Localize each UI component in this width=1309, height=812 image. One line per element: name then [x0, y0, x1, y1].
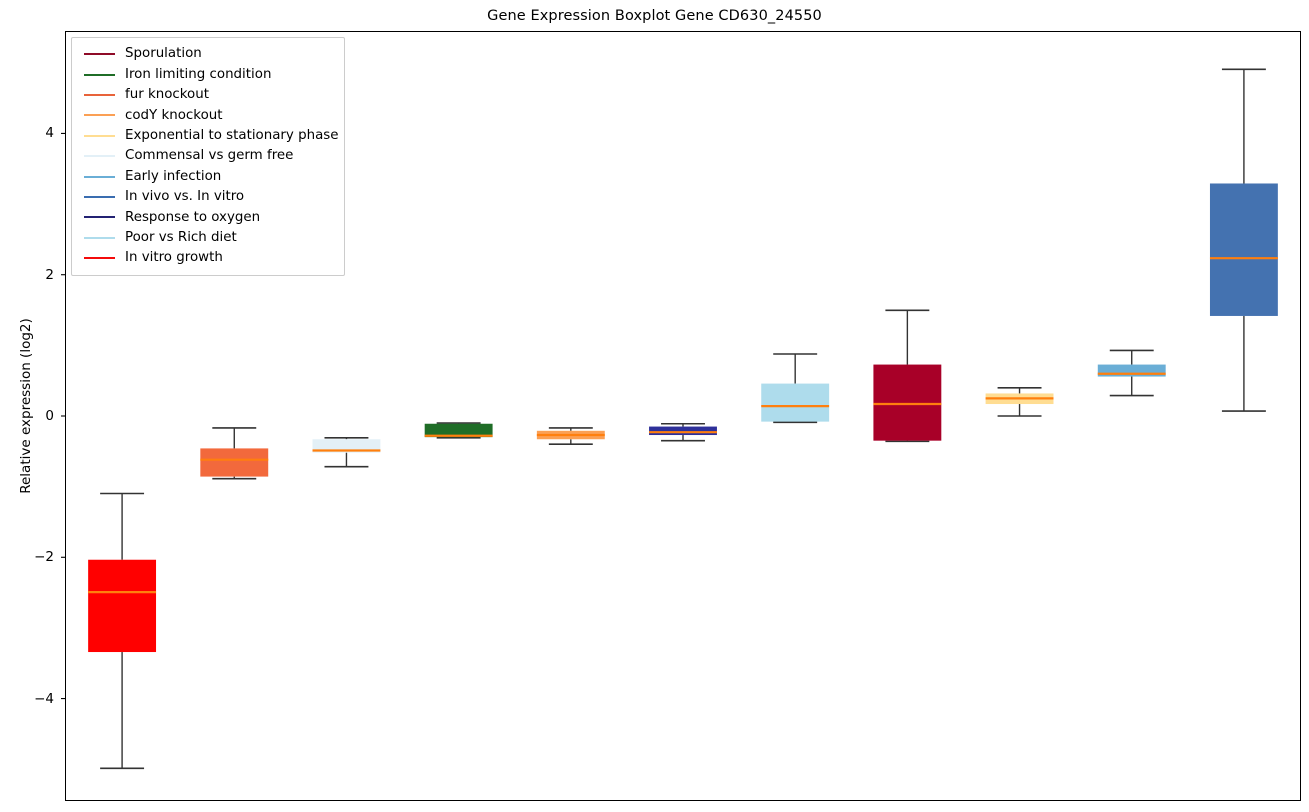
y-axis-label: Relative expression (log2) — [18, 318, 34, 494]
boxplot-box[interactable] — [649, 422, 717, 442]
legend-item-label: Sporulation — [125, 46, 202, 62]
y-tick-label: −2 — [34, 549, 54, 566]
y-tick-label: 0 — [45, 408, 54, 424]
legend-color-swatch — [84, 53, 115, 56]
box-body — [649, 426, 717, 436]
legend-color-swatch — [84, 236, 115, 239]
legend-color-swatch — [84, 195, 115, 198]
legend-item[interactable]: Response to oxygen — [80, 207, 336, 227]
box-body — [200, 448, 269, 477]
boxplot-box[interactable] — [536, 427, 605, 445]
y-tick-label: 4 — [45, 125, 54, 142]
boxplot-box[interactable] — [1209, 68, 1278, 412]
y-axis-tick-labels: 4 2 0 −2 −4 — [0, 0, 54, 812]
box-body — [873, 364, 942, 441]
legend-color-swatch — [84, 216, 115, 219]
legend-color-swatch — [84, 73, 115, 76]
boxplot-box[interactable] — [761, 353, 830, 424]
boxplot-box[interactable] — [1097, 349, 1166, 397]
legend-color-swatch — [84, 134, 115, 137]
legend-color-swatch — [84, 93, 115, 96]
legend-item[interactable]: Poor vs Rich diet — [80, 228, 336, 248]
boxplot-box[interactable] — [873, 309, 942, 443]
legend-item[interactable]: Commensal vs germ free — [80, 146, 336, 166]
legend-item[interactable]: Early infection — [80, 166, 336, 186]
box-body — [761, 383, 830, 422]
boxplot-box[interactable] — [985, 387, 1054, 417]
boxplot-box[interactable] — [200, 427, 269, 480]
legend-item-label: Early infection — [125, 168, 222, 184]
boxplot-box[interactable] — [424, 422, 493, 439]
legend-item[interactable]: fur knockout — [80, 85, 336, 105]
boxplot-series — [88, 68, 1278, 770]
legend-color-swatch — [84, 114, 115, 117]
legend-item-label: fur knockout — [125, 87, 209, 103]
box-body — [88, 559, 157, 653]
legend-item[interactable]: In vitro growth — [80, 248, 336, 268]
legend-item-label: Poor vs Rich diet — [125, 230, 237, 245]
box-body — [1097, 364, 1166, 377]
chart-title: Gene Expression Boxplot Gene CD630_24550 — [487, 8, 822, 24]
boxplot-box[interactable] — [88, 492, 157, 770]
legend-item[interactable]: Exponential to stationary phase — [80, 126, 339, 146]
legend-item-label: Iron limiting condition — [125, 66, 272, 82]
legend-item[interactable]: Iron limiting condition — [80, 64, 336, 84]
y-tick-label: 2 — [45, 266, 54, 283]
box-body — [424, 423, 493, 438]
legend-item-label: In vivo vs. In vitro — [125, 189, 245, 205]
legend-item-label: Response to oxygen — [125, 209, 261, 225]
legend-item[interactable]: codY knockout — [80, 105, 336, 125]
legend-color-swatch — [84, 257, 115, 260]
box-body — [312, 439, 381, 453]
legend-item-label: In vitro growth — [125, 250, 223, 266]
legend-item[interactable]: In vivo vs. In vitro — [80, 187, 336, 207]
box-body — [1209, 183, 1278, 316]
legend-item-label: Commensal vs germ free — [125, 148, 294, 164]
legend-color-swatch — [84, 155, 115, 158]
y-tick-label: −4 — [34, 690, 54, 707]
legend-item[interactable]: Sporulation — [80, 44, 336, 64]
legend-item-label: Exponential to stationary phase — [125, 128, 339, 144]
legend-item-label: codY knockout — [125, 107, 223, 123]
boxplot-box[interactable] — [312, 437, 381, 468]
legend-color-swatch — [84, 175, 115, 178]
